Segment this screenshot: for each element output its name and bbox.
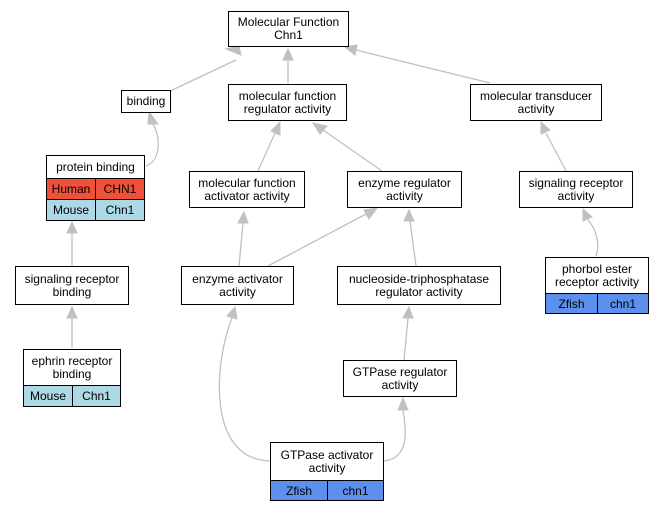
node-phorbol-ester-receptor-activity[interactable]: phorbol ester receptor activity xyxy=(545,257,649,294)
node-protein-binding[interactable]: protein binding xyxy=(46,155,145,179)
node-molecular-function-root[interactable]: Molecular Function Chn1 xyxy=(228,11,349,47)
arrowhead xyxy=(397,396,409,411)
edge-binding-to-root xyxy=(167,59,237,93)
edge-enzreg-to-mfreg xyxy=(322,129,383,172)
edge-ntp-to-enzreg xyxy=(409,220,417,267)
edge-gtpact-to-gtpreg xyxy=(383,409,406,462)
arrowhead xyxy=(402,305,414,319)
node-mf-regulator-activity[interactable]: molecular function regulator activity xyxy=(228,84,347,121)
edge-gtpact-to-enzact xyxy=(218,317,272,462)
arrowhead xyxy=(66,305,78,319)
edge-enzact-to-enzreg xyxy=(267,213,367,267)
gene-cell: CHN1 xyxy=(95,178,145,200)
species-cell: Mouse xyxy=(46,199,96,221)
arrowhead xyxy=(311,122,328,135)
edge-proteinbinding-to-binding xyxy=(145,123,159,167)
arrowhead xyxy=(363,207,379,220)
edge-enzact-to-activator xyxy=(238,222,244,267)
node-signaling-receptor-activity[interactable]: signaling receptor activity xyxy=(519,171,633,208)
node-ntp-regulator-activity[interactable]: nucleoside-triphosphatase regulator acti… xyxy=(337,266,501,305)
gene-cell: Chn1 xyxy=(72,385,121,407)
node-molecular-transducer-activity[interactable]: molecular transducer activity xyxy=(470,84,602,121)
edge-phorbol-to-sigrec xyxy=(587,219,599,257)
gene-cell: Chn1 xyxy=(95,199,145,221)
species-cell: Human xyxy=(46,178,96,200)
node-binding[interactable]: binding xyxy=(121,90,171,113)
node-mf-activator-activity[interactable]: molecular function activator activity xyxy=(189,171,305,208)
edge-moltrans-to-root xyxy=(355,49,491,84)
gene-cell: chn1 xyxy=(327,480,384,501)
edge-activator-to-mfreg xyxy=(257,132,276,172)
arrowhead xyxy=(226,305,238,320)
arrowhead xyxy=(403,208,415,222)
arrowhead xyxy=(540,120,551,135)
arrowhead xyxy=(147,110,159,125)
node-signaling-receptor-binding[interactable]: signaling receptor binding xyxy=(15,266,129,305)
node-gtpase-regulator-activity[interactable]: GTPase regulator activity xyxy=(343,360,457,397)
arrowhead xyxy=(343,44,358,56)
node-enzyme-activator-activity[interactable]: enzyme activator activity xyxy=(181,266,294,305)
node-gtpase-activator-activity[interactable]: GTPase activator activity xyxy=(270,442,384,481)
arrowhead xyxy=(224,45,242,56)
species-cell: Zfish xyxy=(545,293,598,314)
arrowhead xyxy=(270,120,281,136)
arrowhead xyxy=(282,47,294,61)
arrowhead xyxy=(66,220,78,234)
species-cell: Mouse xyxy=(23,385,73,407)
edge-gtpreg-to-ntp xyxy=(403,317,409,361)
node-ephrin-receptor-binding[interactable]: ephrin receptor binding xyxy=(23,349,121,386)
arrowhead xyxy=(237,210,249,224)
species-cell: Zfish xyxy=(270,480,328,501)
edge-sigrec-to-moltrans xyxy=(545,132,567,172)
gene-cell: chn1 xyxy=(597,293,649,314)
arrowhead xyxy=(582,207,593,222)
node-enzyme-regulator-activity[interactable]: enzyme regulator activity xyxy=(347,171,462,208)
